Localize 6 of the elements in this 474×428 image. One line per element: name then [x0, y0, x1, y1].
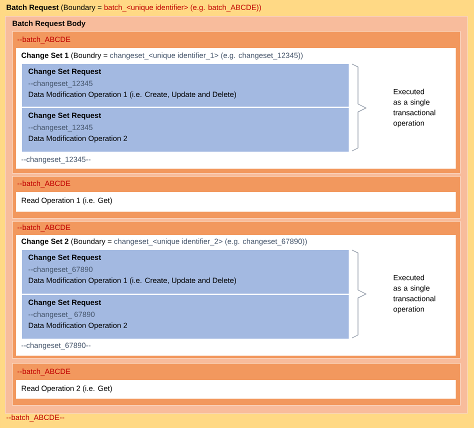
change-set-request-box — [22, 250, 349, 294]
change-set-request-box — [22, 294, 349, 339]
operation-box — [16, 380, 456, 399]
change-set-request-box — [22, 108, 349, 152]
operation-box — [16, 192, 456, 212]
change-set-request-box — [22, 64, 349, 107]
